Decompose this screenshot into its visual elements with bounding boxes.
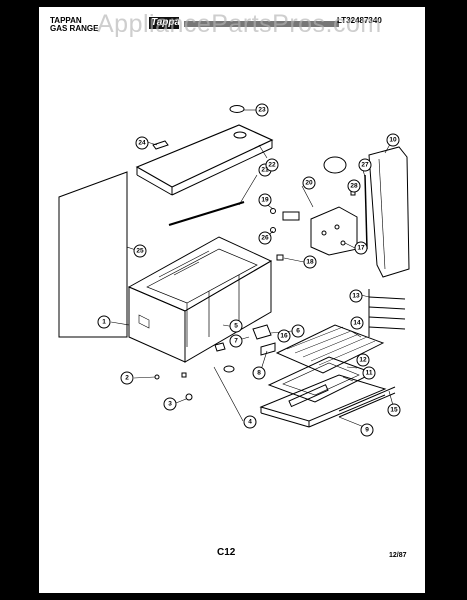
callout-21: 21: [261, 167, 269, 174]
callout-14: 14: [353, 320, 361, 327]
cabinet-side: [184, 260, 272, 363]
callout-18: 18: [306, 259, 314, 266]
cabinet-front: [128, 286, 186, 363]
parts-diagram-sheet: TAPPAN GAS RANGE Tappan LT32487340: [39, 7, 425, 593]
callout-7: 7: [234, 338, 238, 345]
trim-strip: [168, 201, 245, 226]
cabinet-top: [127, 236, 273, 312]
callout-17: 17: [357, 245, 365, 252]
callout-24: 24: [138, 140, 146, 147]
callout-25: 25: [136, 248, 144, 255]
callout-1: 1: [102, 319, 106, 326]
bracket-part: [282, 211, 300, 221]
callout-10: 10: [389, 137, 397, 144]
model-number: LT32487340: [337, 16, 382, 25]
title-block: [184, 21, 339, 27]
callout-16: 16: [280, 333, 288, 340]
callout-6: 6: [296, 328, 300, 335]
brand-label: TAPPAN GAS RANGE: [50, 16, 99, 33]
callout-26: 26: [261, 235, 269, 242]
brand-logo: [149, 17, 179, 29]
knob-part: [185, 393, 193, 401]
exploded-view-diagram: 1 2 3 4 5 6 7 8 9 10 11 12 13 14 15 16 1…: [58, 103, 410, 437]
callout-28: 28: [350, 183, 358, 190]
callout-22: 22: [268, 162, 276, 169]
callout-8: 8: [257, 370, 261, 377]
callout-9: 9: [365, 427, 369, 434]
callout-4: 4: [248, 419, 252, 426]
brand-logo-text: Tappan: [151, 17, 187, 28]
callout-20: 20: [305, 180, 313, 187]
callout-12: 12: [359, 357, 367, 364]
rod-part: [364, 174, 368, 250]
revision-date: 12/87: [389, 552, 407, 559]
top-panel: [135, 124, 274, 188]
watermark-text: AppliancePartsPros.com: [97, 10, 382, 38]
clip-part: [152, 140, 169, 150]
callout-15: 15: [390, 407, 398, 414]
ring-part: [229, 105, 245, 113]
side-panel-right: [368, 146, 410, 278]
control-panel: [310, 206, 358, 256]
broiler-pan: [267, 356, 375, 403]
oven-rack: [275, 324, 385, 374]
storage-drawer: [259, 374, 387, 422]
side-panel-left: [58, 171, 128, 338]
callout-23: 23: [258, 107, 266, 114]
page-code: C12: [217, 547, 236, 558]
callout-13: 13: [352, 293, 360, 300]
callout-19: 19: [261, 197, 269, 204]
callout-27: 27: [361, 162, 369, 169]
callout-5: 5: [234, 323, 238, 330]
callout-2: 2: [125, 375, 129, 382]
callout-3: 3: [168, 401, 172, 408]
screw-part: [154, 374, 160, 380]
top-panel-hole: [233, 131, 247, 139]
valve-dial: [323, 156, 347, 174]
callout-11: 11: [366, 370, 373, 377]
